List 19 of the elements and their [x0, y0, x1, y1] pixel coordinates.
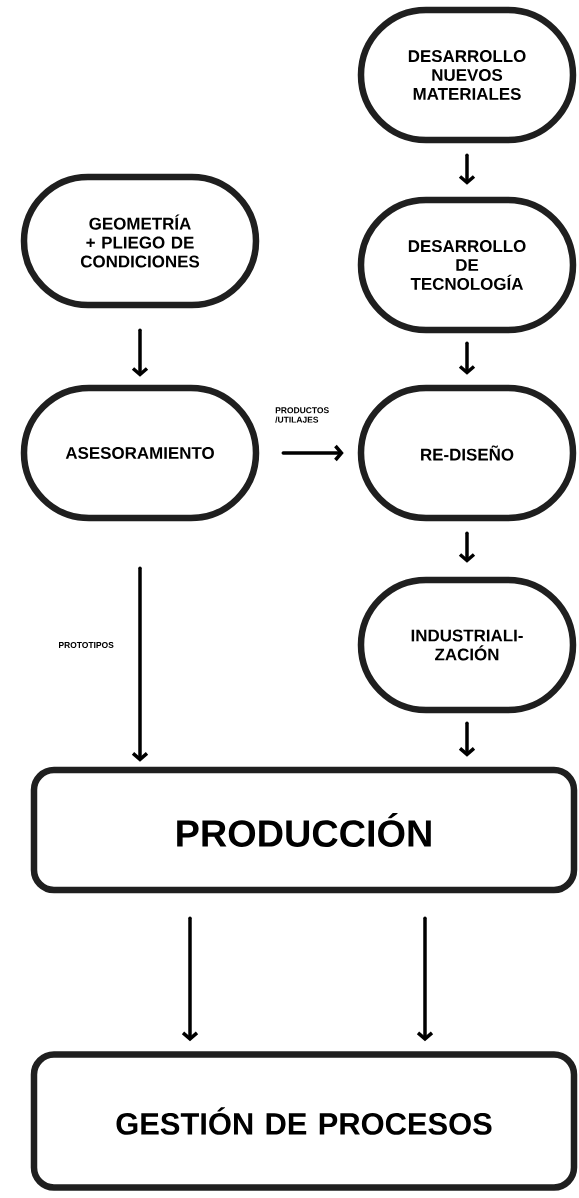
arrow: [281, 444, 344, 462]
process-pill: INDUSTRIALI- ZACIÓN: [357, 576, 577, 714]
process-pill: GEOMETRÍA + PLIEGO DE CONDICIONES: [20, 173, 260, 309]
process-pill: ASESORAMIENTO: [20, 384, 260, 522]
arrow: [131, 566, 149, 762]
arrow: [131, 328, 149, 377]
edge-label: PROTOTIPOS: [59, 642, 114, 648]
arrow: [416, 916, 434, 1042]
arrow: [181, 916, 199, 1042]
edge-label: PRODUCTOS /UTILAJES: [275, 407, 329, 423]
arrow: [458, 341, 476, 375]
process-pill: DESARROLLO DE TECNOLOGÍA: [357, 196, 577, 334]
process-pill: RE-DISEÑO: [357, 384, 577, 522]
arrow: [458, 531, 476, 563]
arrow: [458, 153, 476, 185]
arrow: [458, 721, 476, 757]
process-box: PRODUCCIÓN: [30, 766, 578, 894]
process-box: GESTIÓN DE PROCESOS: [30, 1051, 578, 1191]
process-pill: DESARROLLO NUEVOS MATERIALES: [357, 6, 577, 144]
